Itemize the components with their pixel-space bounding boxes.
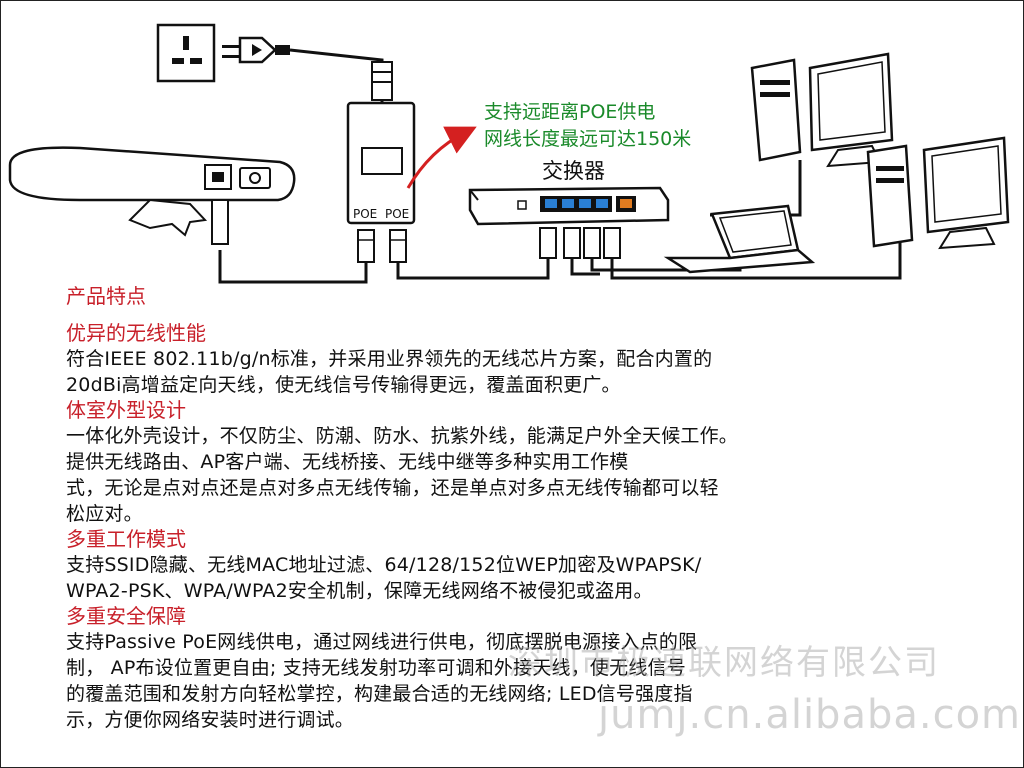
section-line: 式，无论是点对点还是点对多点无线传输，还是单点对多点无线传输都可以轻 <box>66 477 719 499</box>
section-line: 示，方便你网络安装时进行调试。 <box>66 709 355 731</box>
section-line: 的覆盖范围和发射方向轻松掌控，构建最合适的无线网络; LED信号强度指 <box>66 683 693 705</box>
power-socket-icon <box>156 23 216 83</box>
poe-port-label-left: POE <box>353 207 378 221</box>
section-line: 制， AP布设位置更自由; 支持无线发射功率可调和外接天线，使无线信号 <box>66 657 686 679</box>
section-heading-security: 多重安全保障 <box>66 604 186 628</box>
arrow-icon <box>406 126 477 189</box>
desktop-computer-icon <box>866 136 1010 250</box>
section-line: 支持Passive PoE网线供电，通过网线进行供电，彻底摆脱电源接入点的限 <box>66 631 698 653</box>
poe-port-label-right: POE <box>385 207 410 221</box>
poe-injector-icon <box>346 101 416 263</box>
section-line: 20dBi高增益定向天线，使无线信号传输得更远，覆盖面积更广。 <box>66 374 621 396</box>
network-diagram <box>8 23 1010 284</box>
section-line: 一体化外壳设计，不仅防尘、防潮、防水、抗紫外线，能满足户外全天候工作。 <box>66 425 739 447</box>
rj45-connector-icon <box>371 61 393 101</box>
switch-label: 交换器 <box>542 159 605 183</box>
section-line: 支持SSID隐藏、无线MAC地址过滤、64/128/152位WEP加密及WPAP… <box>66 554 702 576</box>
power-plug-icon <box>222 36 290 64</box>
section-heading-modes: 多重工作模式 <box>66 527 186 551</box>
features-title: 产品特点 <box>66 284 146 308</box>
outdoor-ap-icon <box>8 146 296 245</box>
desktop-computer-icon <box>750 52 894 168</box>
watermark-url: jumj.cn.alibaba.com <box>598 692 1022 738</box>
network-switch-icon <box>468 186 670 259</box>
section-line: 松应对。 <box>66 503 143 525</box>
section-line: 符合IEEE 802.11b/g/n标准，并采用业界领先的无线芯片方案，配合内置… <box>66 348 713 370</box>
section-heading-wireless: 优异的无线性能 <box>66 321 206 345</box>
poe-note-line-1: 支持远距离POE供电 <box>484 101 656 123</box>
section-line: 提供无线路由、AP客户端、无线桥接、无线中继等多种实用工作模 <box>66 451 629 473</box>
section-heading-design: 体室外型设计 <box>66 398 186 422</box>
section-line: WPA2-PSK、WPA/WPA2安全机制，保障无线网络不被侵犯或盗用。 <box>66 580 653 602</box>
product-features: 产品特点 优异的无线性能 符合IEEE 802.11b/g/n标准，并采用业界领… <box>66 284 1006 733</box>
poe-note-line-2: 网线长度最远可达150米 <box>484 128 692 150</box>
watermark-company: 深圳市极速联网络有限公司 <box>508 643 940 683</box>
laptop-icon <box>663 204 816 274</box>
